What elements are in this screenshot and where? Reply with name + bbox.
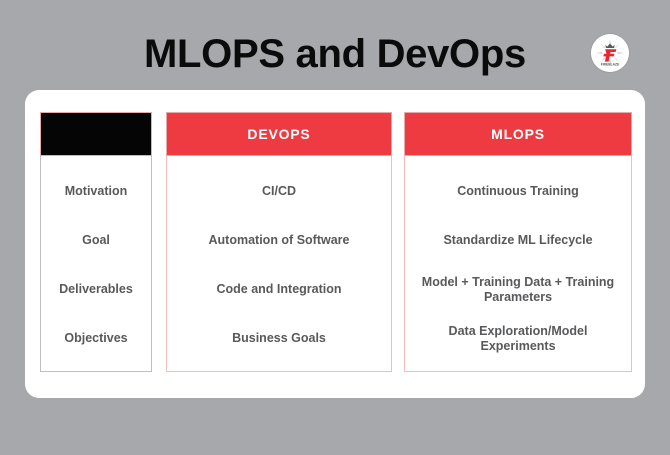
table-cell: Goal xyxy=(82,233,110,247)
table-cell: Objectives xyxy=(64,331,128,345)
page-title: MLOPS and DevOps xyxy=(144,32,526,76)
table-cell: Deliverables xyxy=(59,282,133,296)
column-body-devops: CI/CD Automation of Software Code and In… xyxy=(166,156,392,372)
svg-text:FIREBLAZE: FIREBLAZE xyxy=(601,63,620,67)
table-cell: Automation of Software xyxy=(208,233,350,247)
column-header-aspect xyxy=(40,112,152,156)
table-cell: Standardize ML Lifecycle xyxy=(443,233,593,247)
table-cell: Continuous Training xyxy=(457,184,579,198)
table-cell: Business Goals xyxy=(232,331,326,345)
table-column-devops: DEVOPS CI/CD Automation of Software Code… xyxy=(166,112,392,372)
table-cell: Code and Integration xyxy=(216,282,342,296)
column-body-aspect: Motivation Goal Deliverables Objectives xyxy=(40,156,152,372)
table-cell: Motivation xyxy=(64,184,128,198)
column-body-mlops: Continuous Training Standardize ML Lifec… xyxy=(404,156,632,372)
table-cell: Model + Training Data + Training Paramet… xyxy=(421,274,615,304)
table-cell: Data Exploration/Model Experiments xyxy=(448,323,588,353)
table-column-aspect: Motivation Goal Deliverables Objectives xyxy=(40,112,152,372)
comparison-table: Motivation Goal Deliverables Objectives … xyxy=(25,90,645,398)
table-column-mlops: MLOPS Continuous Training Standardize ML… xyxy=(404,112,632,372)
column-header-devops: DEVOPS xyxy=(166,112,392,156)
content-card: Motivation Goal Deliverables Objectives … xyxy=(25,90,645,398)
table-cell: CI/CD xyxy=(261,184,297,198)
fireblaze-crown-f-logo-icon: FIREBLAZE xyxy=(591,34,629,72)
column-header-mlops: MLOPS xyxy=(404,112,632,156)
